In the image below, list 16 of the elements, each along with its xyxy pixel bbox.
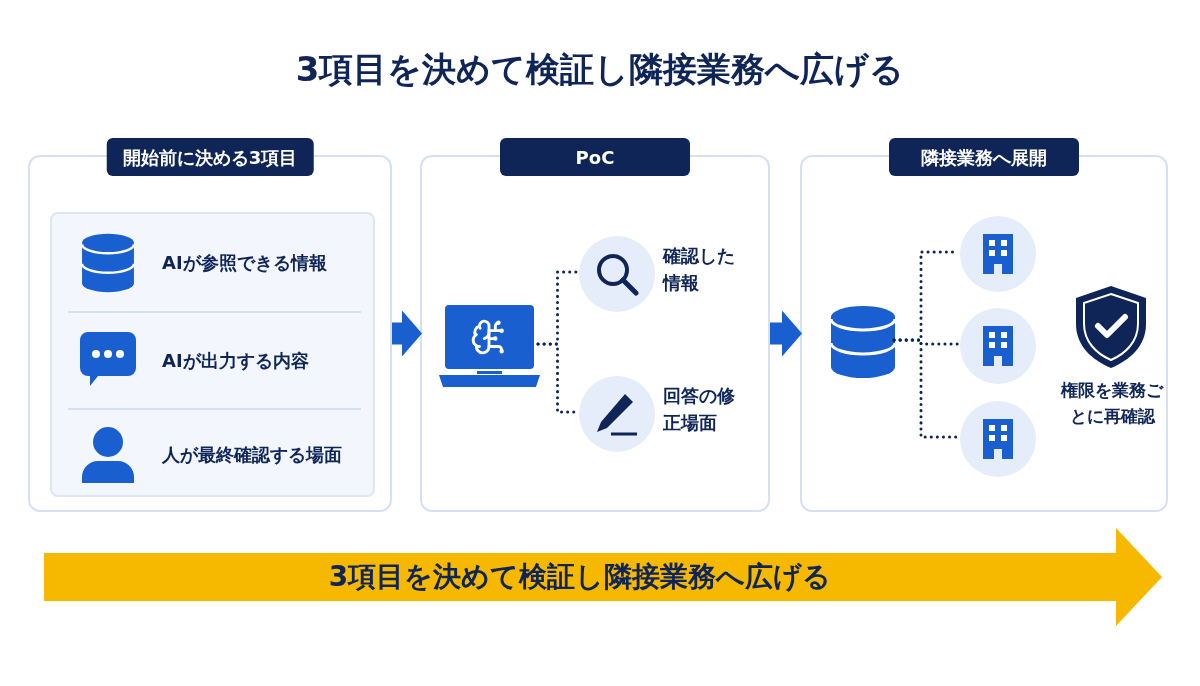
step-label: 確認した情報 (663, 244, 736, 295)
step-label: 回答の修正場面 (663, 384, 736, 435)
note-text: 権限を業務ごとに再確認 (1060, 379, 1164, 428)
item-card (50, 212, 375, 497)
panel-heading-tab: 隣接業務へ展開 (889, 138, 1079, 176)
item-label: AIが出力する内容 (162, 349, 309, 373)
block-arrow (770, 310, 802, 357)
arrow-text: 3項目を決めて検証し隣接業務へ広げる (328, 559, 833, 595)
block-arrow (392, 310, 422, 357)
panel-heading-tab: PoC (500, 138, 690, 176)
progress-arrow (44, 528, 1162, 626)
dotted-connector (892, 338, 960, 439)
title: 3項目を決めて検証し隣接業務へ広げる (294, 48, 906, 91)
item-label: AIが参照できる情報 (162, 251, 327, 275)
panel-heading-tab: 開始前に決める3項目 (106, 138, 314, 176)
item-label: 人が最終確認する場面 (162, 443, 342, 467)
